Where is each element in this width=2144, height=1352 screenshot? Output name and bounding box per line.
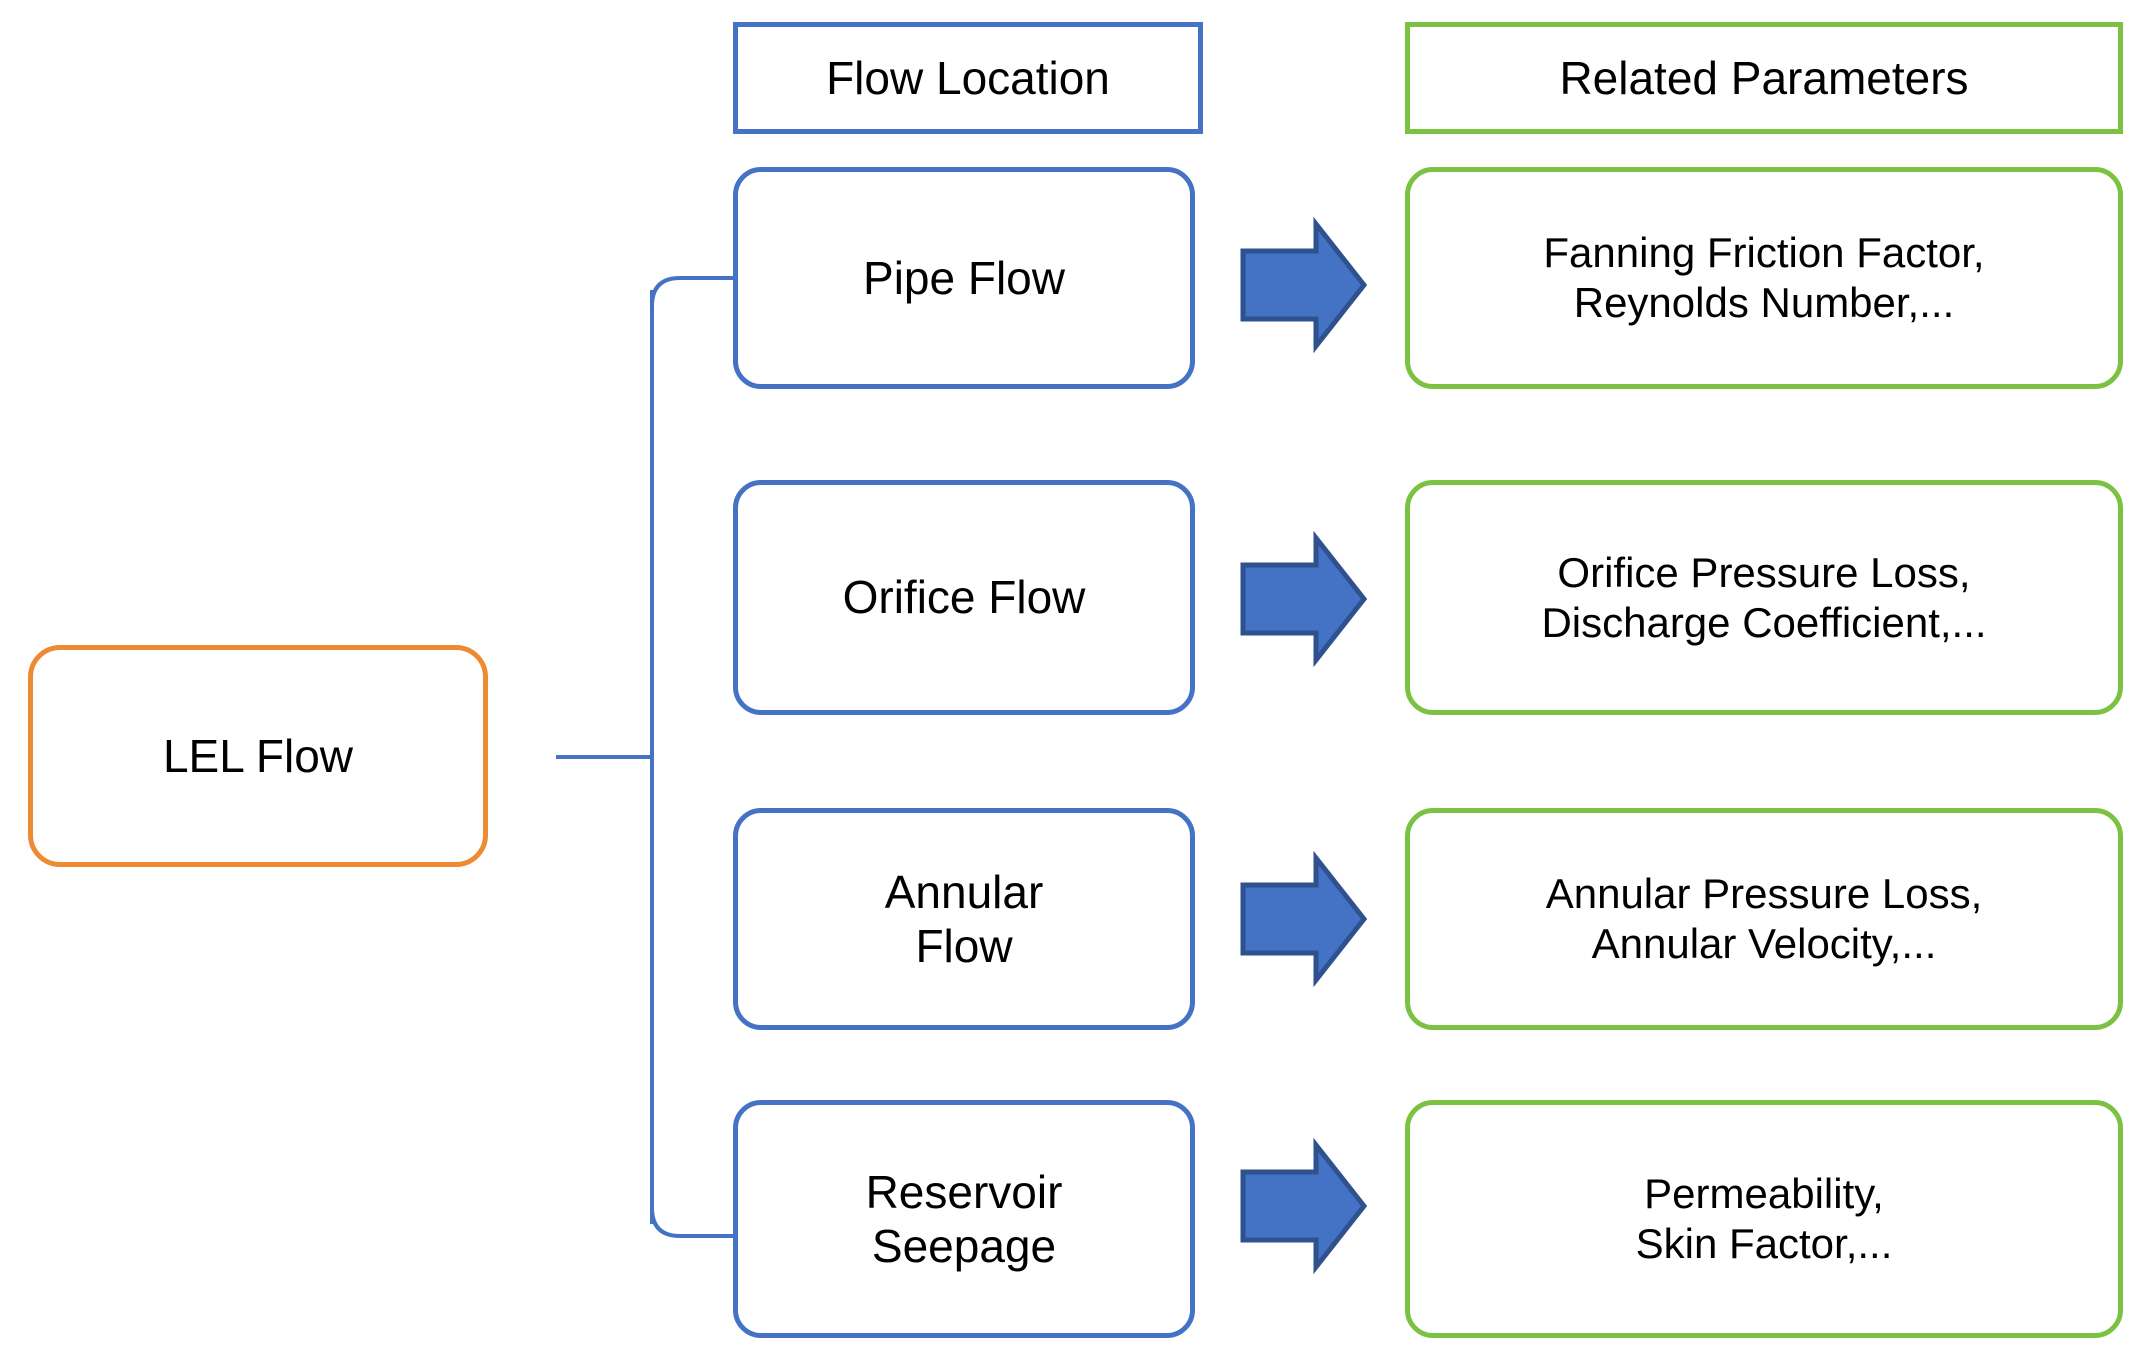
right-block-arrow-icon [1240,530,1368,668]
connector-branch-pipe-flow [650,276,735,307]
node-reservoir-seepage-label: Reservoir Seepage [865,1165,1063,1272]
connector-trunk [640,290,654,1224]
header-flow-location: Flow Location [733,22,1203,134]
node-annular-flow-label: Annular Flow [884,865,1044,972]
params-pipe-flow-label: Fanning Friction Factor, Reynolds Number… [1543,229,1985,326]
params-reservoir-seepage-label: Permeability, Skin Factor,... [1635,1170,1893,1267]
header-flow-location-label: Flow Location [826,51,1110,104]
header-related-parameters-label: Related Parameters [1559,51,1969,104]
connector-branch-reservoir-seepage [650,1207,735,1238]
params-reservoir-seepage[interactable]: Permeability, Skin Factor,... [1405,1100,2123,1338]
params-orifice-flow[interactable]: Orifice Pressure Loss, Discharge Coeffic… [1405,480,2123,715]
node-lel-flow[interactable]: LEL Flow [28,645,488,867]
right-block-arrow-icon [1240,850,1368,988]
node-orifice-flow-label: Orifice Flow [842,571,1086,624]
params-annular-flow-label: Annular Pressure Loss, Annular Velocity,… [1545,870,1983,967]
node-pipe-flow[interactable]: Pipe Flow [733,167,1195,389]
params-pipe-flow[interactable]: Fanning Friction Factor, Reynolds Number… [1405,167,2123,389]
node-pipe-flow-label: Pipe Flow [863,251,1065,304]
params-orifice-flow-label: Orifice Pressure Loss, Discharge Coeffic… [1541,548,1987,646]
params-annular-flow[interactable]: Annular Pressure Loss, Annular Velocity,… [1405,808,2123,1030]
node-lel-flow-label: LEL Flow [162,729,354,782]
node-annular-flow[interactable]: Annular Flow [733,808,1195,1030]
node-reservoir-seepage[interactable]: Reservoir Seepage [733,1100,1195,1338]
right-block-arrow-icon [1240,1137,1368,1275]
header-related-parameters: Related Parameters [1405,22,2123,134]
right-block-arrow-icon [1240,216,1368,354]
node-orifice-flow[interactable]: Orifice Flow [733,480,1195,715]
